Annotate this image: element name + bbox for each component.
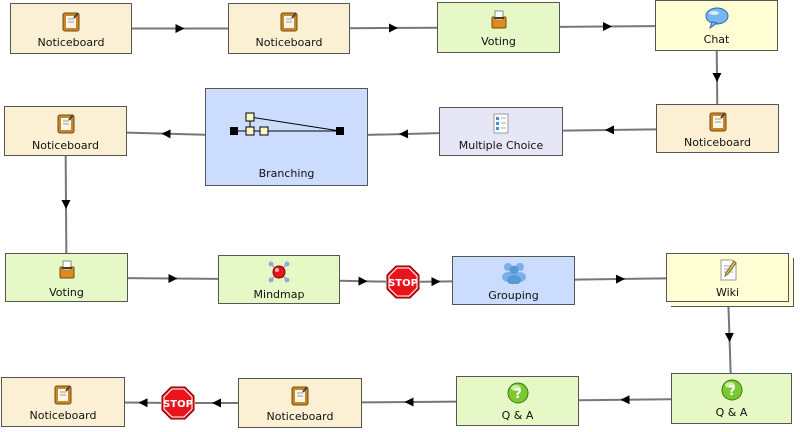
activity-multiple-choice[interactable]: Multiple Choice [439,107,563,156]
chat-bubble-icon [705,7,728,30]
node-label: Noticeboard [266,410,334,423]
edge-arrowhead [161,129,171,139]
activity-noticeboard-4[interactable]: Noticeboard [4,106,127,156]
edge-arrowhead [712,72,722,82]
noticeboard-icon [280,12,298,32]
edge-arrowhead [724,332,734,342]
svg-text:?: ? [728,384,736,399]
node-label: Chat [703,33,730,46]
node-label: Noticeboard [255,36,323,49]
node-label: Q & A [715,406,748,419]
edge-arrowhead [602,22,612,32]
stop-sign-icon: STOP [386,265,420,299]
node-label: Grouping [488,289,539,302]
activity-wiki[interactable]: Wiki [666,253,789,302]
node-label: Noticeboard [32,139,99,152]
edge-arrowhead [138,398,148,408]
svg-text:?: ? [514,387,522,402]
activity-voting-2[interactable]: Voting [5,253,128,302]
activity-branching[interactable]: Branching [205,88,368,186]
activity-noticeboard-5[interactable]: Noticeboard [238,378,362,428]
voting-icon [491,10,506,29]
activity-noticeboard-1[interactable]: Noticeboard [10,3,132,54]
activity-qa-1[interactable]: ? Q & A [671,373,792,424]
edge-arrowhead [175,24,185,33]
node-label: Noticeboard [684,136,751,149]
edge-arrowhead [404,397,414,407]
checklist-icon [493,113,509,134]
edge-arrowhead [431,277,441,287]
branching-icon [230,112,344,136]
voting-icon [59,260,74,279]
activity-noticeboard-2[interactable]: Noticeboard [228,3,350,54]
edge-arrowhead [615,274,625,284]
edge-arrowhead [168,273,178,283]
noticeboard-icon [709,112,726,132]
node-label: Voting [49,286,84,299]
node-label: Q & A [501,409,534,422]
node-label: Multiple Choice [458,139,544,152]
node-label: Wiki [715,286,740,299]
activity-mindmap[interactable]: Mindmap [218,255,340,304]
activity-grouping[interactable]: Grouping [452,256,575,305]
noticeboard-icon [57,114,74,134]
edge-arrowhead [212,398,221,408]
node-label: Noticeboard [29,409,97,422]
stop-sign-icon: STOP [161,386,195,420]
question-icon: ? [721,379,742,401]
question-icon: ? [507,382,528,404]
edge-arrowhead [358,276,368,286]
stop-label: STOP [388,278,418,289]
activity-qa-2[interactable]: ? Q & A [456,376,579,426]
stop-label: STOP [163,399,193,410]
edge-arrowhead [399,129,409,139]
edge-arrowhead [605,125,615,135]
wiki-page-icon [720,259,737,281]
node-label: Branching [258,167,315,180]
edge-arrowhead [61,199,71,209]
mindmap-icon [268,261,290,283]
node-label: Voting [481,35,516,48]
edge-arrowhead [620,395,630,405]
node-label: Mindmap [253,288,305,301]
activity-noticeboard-6[interactable]: Noticeboard [1,377,125,427]
grouping-people-icon [501,263,526,284]
noticeboard-icon [291,386,309,406]
node-label: Noticeboard [37,36,105,49]
noticeboard-icon [62,12,80,32]
edge-arrowhead [388,23,398,33]
activity-chat[interactable]: Chat [655,0,778,51]
noticeboard-icon [54,385,72,405]
activity-voting-1[interactable]: Voting [437,2,560,53]
activity-noticeboard-3[interactable]: Noticeboard [656,104,779,153]
